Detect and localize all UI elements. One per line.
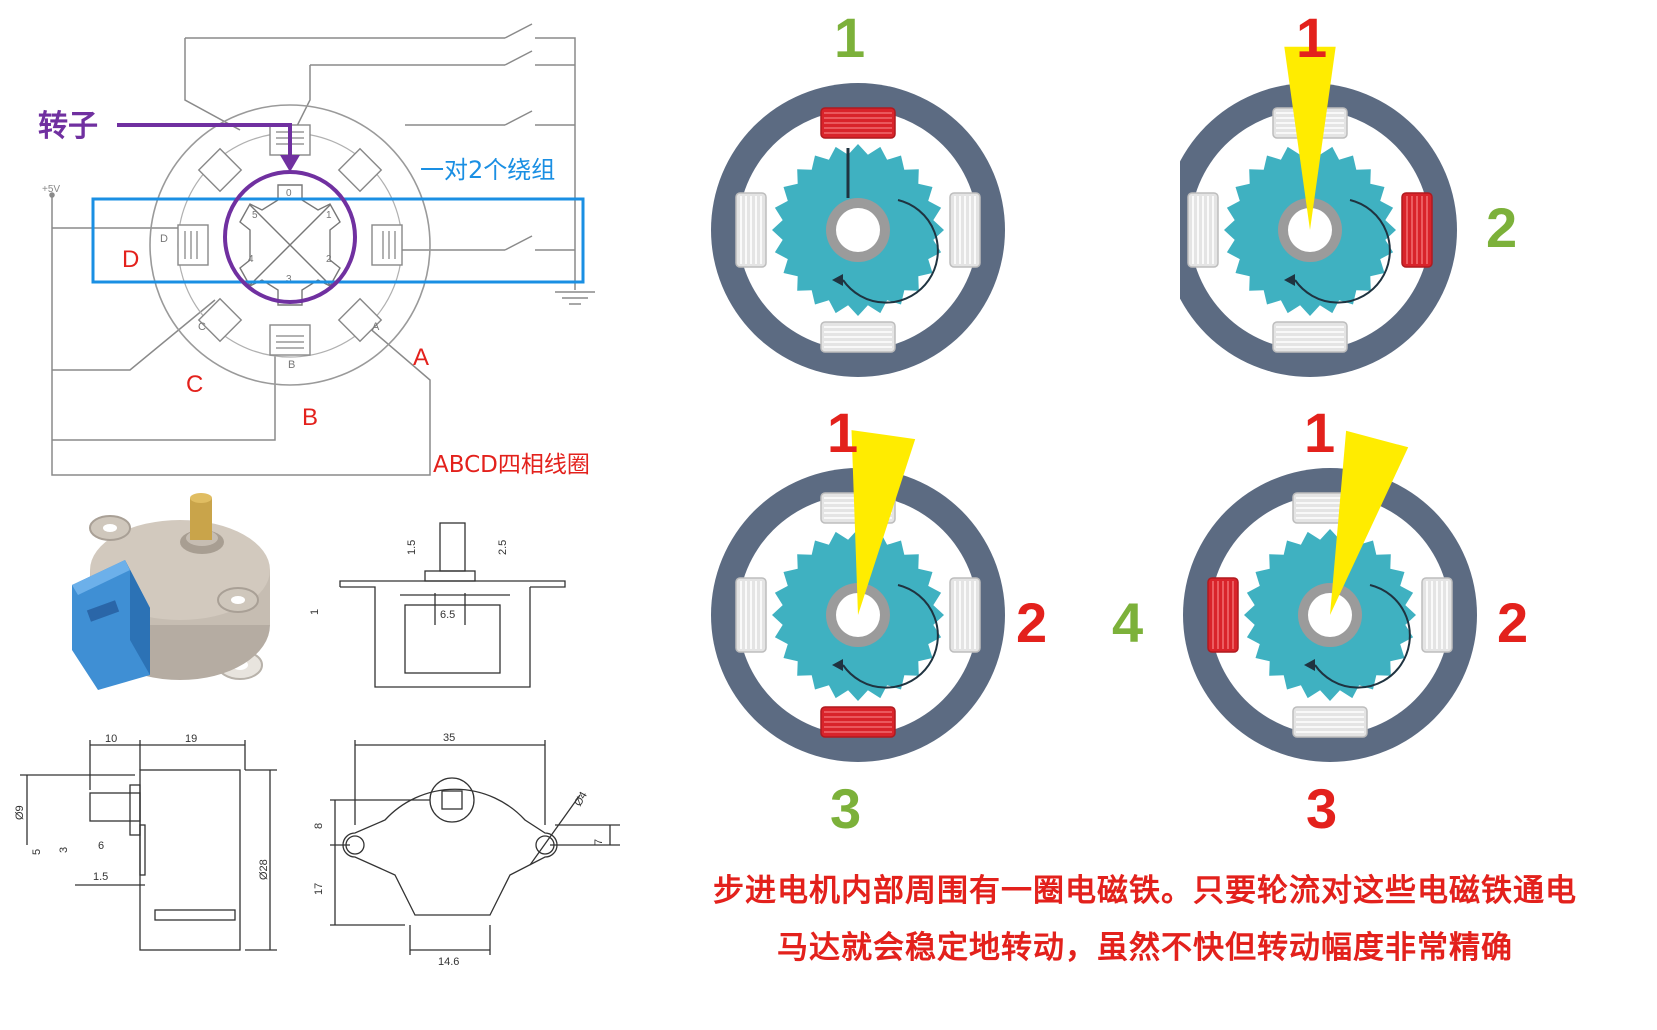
svg-text:A: A xyxy=(372,321,380,333)
electromagnet-left xyxy=(735,192,767,268)
svg-text:0: 0 xyxy=(286,188,292,199)
top-view-drawing: 35 Ø4 8 7 17 14.6 xyxy=(313,732,620,968)
svg-text:B: B xyxy=(288,359,295,371)
motor-3d-render xyxy=(72,493,270,690)
phase-b-label: B xyxy=(302,404,318,431)
step-angle-wedge xyxy=(1330,430,1409,615)
step4-left-number: 4 xyxy=(1112,591,1144,654)
electromagnet-right xyxy=(949,577,981,653)
phase-labels: D A C B xyxy=(122,246,429,431)
rotation-arrowhead xyxy=(832,274,843,286)
caption-line-2: 马达就会稳定地转动，虽然不快但转动幅度非常精确 xyxy=(777,930,1513,966)
electromagnet-left xyxy=(1207,577,1239,653)
svg-text:8: 8 xyxy=(313,823,325,829)
rotor-arrowhead xyxy=(280,155,300,172)
svg-text:1: 1 xyxy=(309,609,321,615)
svg-text:10: 10 xyxy=(105,733,117,745)
step-panel-3-graphic xyxy=(711,430,1005,762)
rotor-arrow xyxy=(117,123,292,160)
step-panel-2 xyxy=(1163,5,1550,415)
electromagnet-left xyxy=(735,577,767,653)
caption-line-1: 步进电机内部周围有一圈电磁铁。只要轮流对这些电磁铁通电 xyxy=(713,873,1577,909)
svg-text:Ø28: Ø28 xyxy=(258,859,270,880)
electromagnet-bottom xyxy=(820,706,896,738)
pole-small-labels: A B C D xyxy=(160,233,380,371)
svg-text:5: 5 xyxy=(252,210,258,221)
rotation-arrowhead xyxy=(832,659,843,671)
svg-text:2: 2 xyxy=(326,254,332,265)
step2-right-number: 2 xyxy=(1486,196,1518,259)
phase-d-label: D xyxy=(122,246,139,273)
svg-text:Ø9: Ø9 xyxy=(15,805,26,820)
rotation-arrow xyxy=(1314,584,1411,689)
step-panel-4-graphic xyxy=(1183,430,1477,762)
winding-pair-label: 一对2个绕组 xyxy=(420,156,555,184)
electromagnet-right xyxy=(1421,577,1453,653)
step-angle-wedge xyxy=(851,430,916,615)
step-panel-4 xyxy=(1110,400,1550,840)
phases-label: ABCD四相线圈 xyxy=(433,452,590,478)
step-panel-1-graphic xyxy=(711,83,1005,377)
electromagnet-bottom xyxy=(820,321,896,353)
rotor-shape xyxy=(239,184,341,306)
svg-text:5: 5 xyxy=(31,849,43,855)
step-panel-3 xyxy=(700,400,1070,840)
stepper-schematic: +5V 0 1 2 3 5 4 A B C D 转子 xyxy=(38,23,595,478)
step4-top-number: 1 xyxy=(1304,401,1336,464)
phase-c-label: C xyxy=(186,371,203,398)
svg-text:14.6: 14.6 xyxy=(438,956,459,968)
front-view-drawing: 1.5 2.5 1 6.5 xyxy=(309,522,566,688)
electromagnet-right xyxy=(949,192,981,268)
rotation-arrow xyxy=(842,199,939,304)
electromagnet-right xyxy=(1401,192,1433,268)
svg-text:2.5: 2.5 xyxy=(497,540,509,555)
step-panel-1 xyxy=(700,5,1030,415)
rotation-arrowhead xyxy=(1284,274,1295,286)
step3-top-number: 1 xyxy=(827,401,859,464)
stator-outer xyxy=(149,104,431,386)
electromagnet-top xyxy=(820,107,896,139)
svg-text:19: 19 xyxy=(185,733,197,745)
step-angle-wedge xyxy=(1284,46,1336,230)
svg-text:1.5: 1.5 xyxy=(93,871,108,883)
svg-text:3: 3 xyxy=(286,274,292,285)
step-panel-2-graphic xyxy=(1163,46,1457,377)
electromagnet-bottom xyxy=(1292,706,1368,738)
coil-hatching xyxy=(184,131,396,349)
supply-label: +5V xyxy=(42,184,60,195)
step2-top-number: 1 xyxy=(1296,6,1328,69)
svg-text:17: 17 xyxy=(313,883,325,895)
rotation-arrowhead xyxy=(1304,659,1315,671)
svg-text:6.5: 6.5 xyxy=(440,609,455,621)
rotation-arrow xyxy=(1294,199,1391,304)
step1-top-number: 1 xyxy=(834,6,866,69)
step3-bottom-number: 3 xyxy=(830,777,862,840)
rotor-hole xyxy=(836,208,880,252)
step4-right-number: 2 xyxy=(1497,591,1529,654)
svg-text:3: 3 xyxy=(58,847,70,853)
rotor-tooth-labels: 0 1 2 3 5 4 xyxy=(248,188,332,285)
svg-text:1: 1 xyxy=(326,210,332,221)
electromagnet-bottom xyxy=(1272,321,1348,353)
step3-right-number: 2 xyxy=(1016,591,1048,654)
svg-text:7: 7 xyxy=(593,839,605,845)
side-view-drawing: 10 19 Ø9 5 3 6 1.5 Ø28 xyxy=(15,733,277,951)
svg-text:4: 4 xyxy=(248,254,254,265)
svg-text:1.5: 1.5 xyxy=(406,540,418,555)
svg-text:35: 35 xyxy=(443,732,455,744)
rotation-arrow xyxy=(842,584,939,689)
step4-bottom-number: 3 xyxy=(1306,777,1338,840)
phase-a-label: A xyxy=(413,344,429,371)
svg-text:Ø4: Ø4 xyxy=(572,790,590,809)
rotor-label: 转子 xyxy=(38,109,98,144)
svg-text:C: C xyxy=(198,321,206,333)
svg-text:D: D xyxy=(160,233,168,245)
electromagnet-left xyxy=(1187,192,1219,268)
svg-text:6: 6 xyxy=(98,840,104,852)
